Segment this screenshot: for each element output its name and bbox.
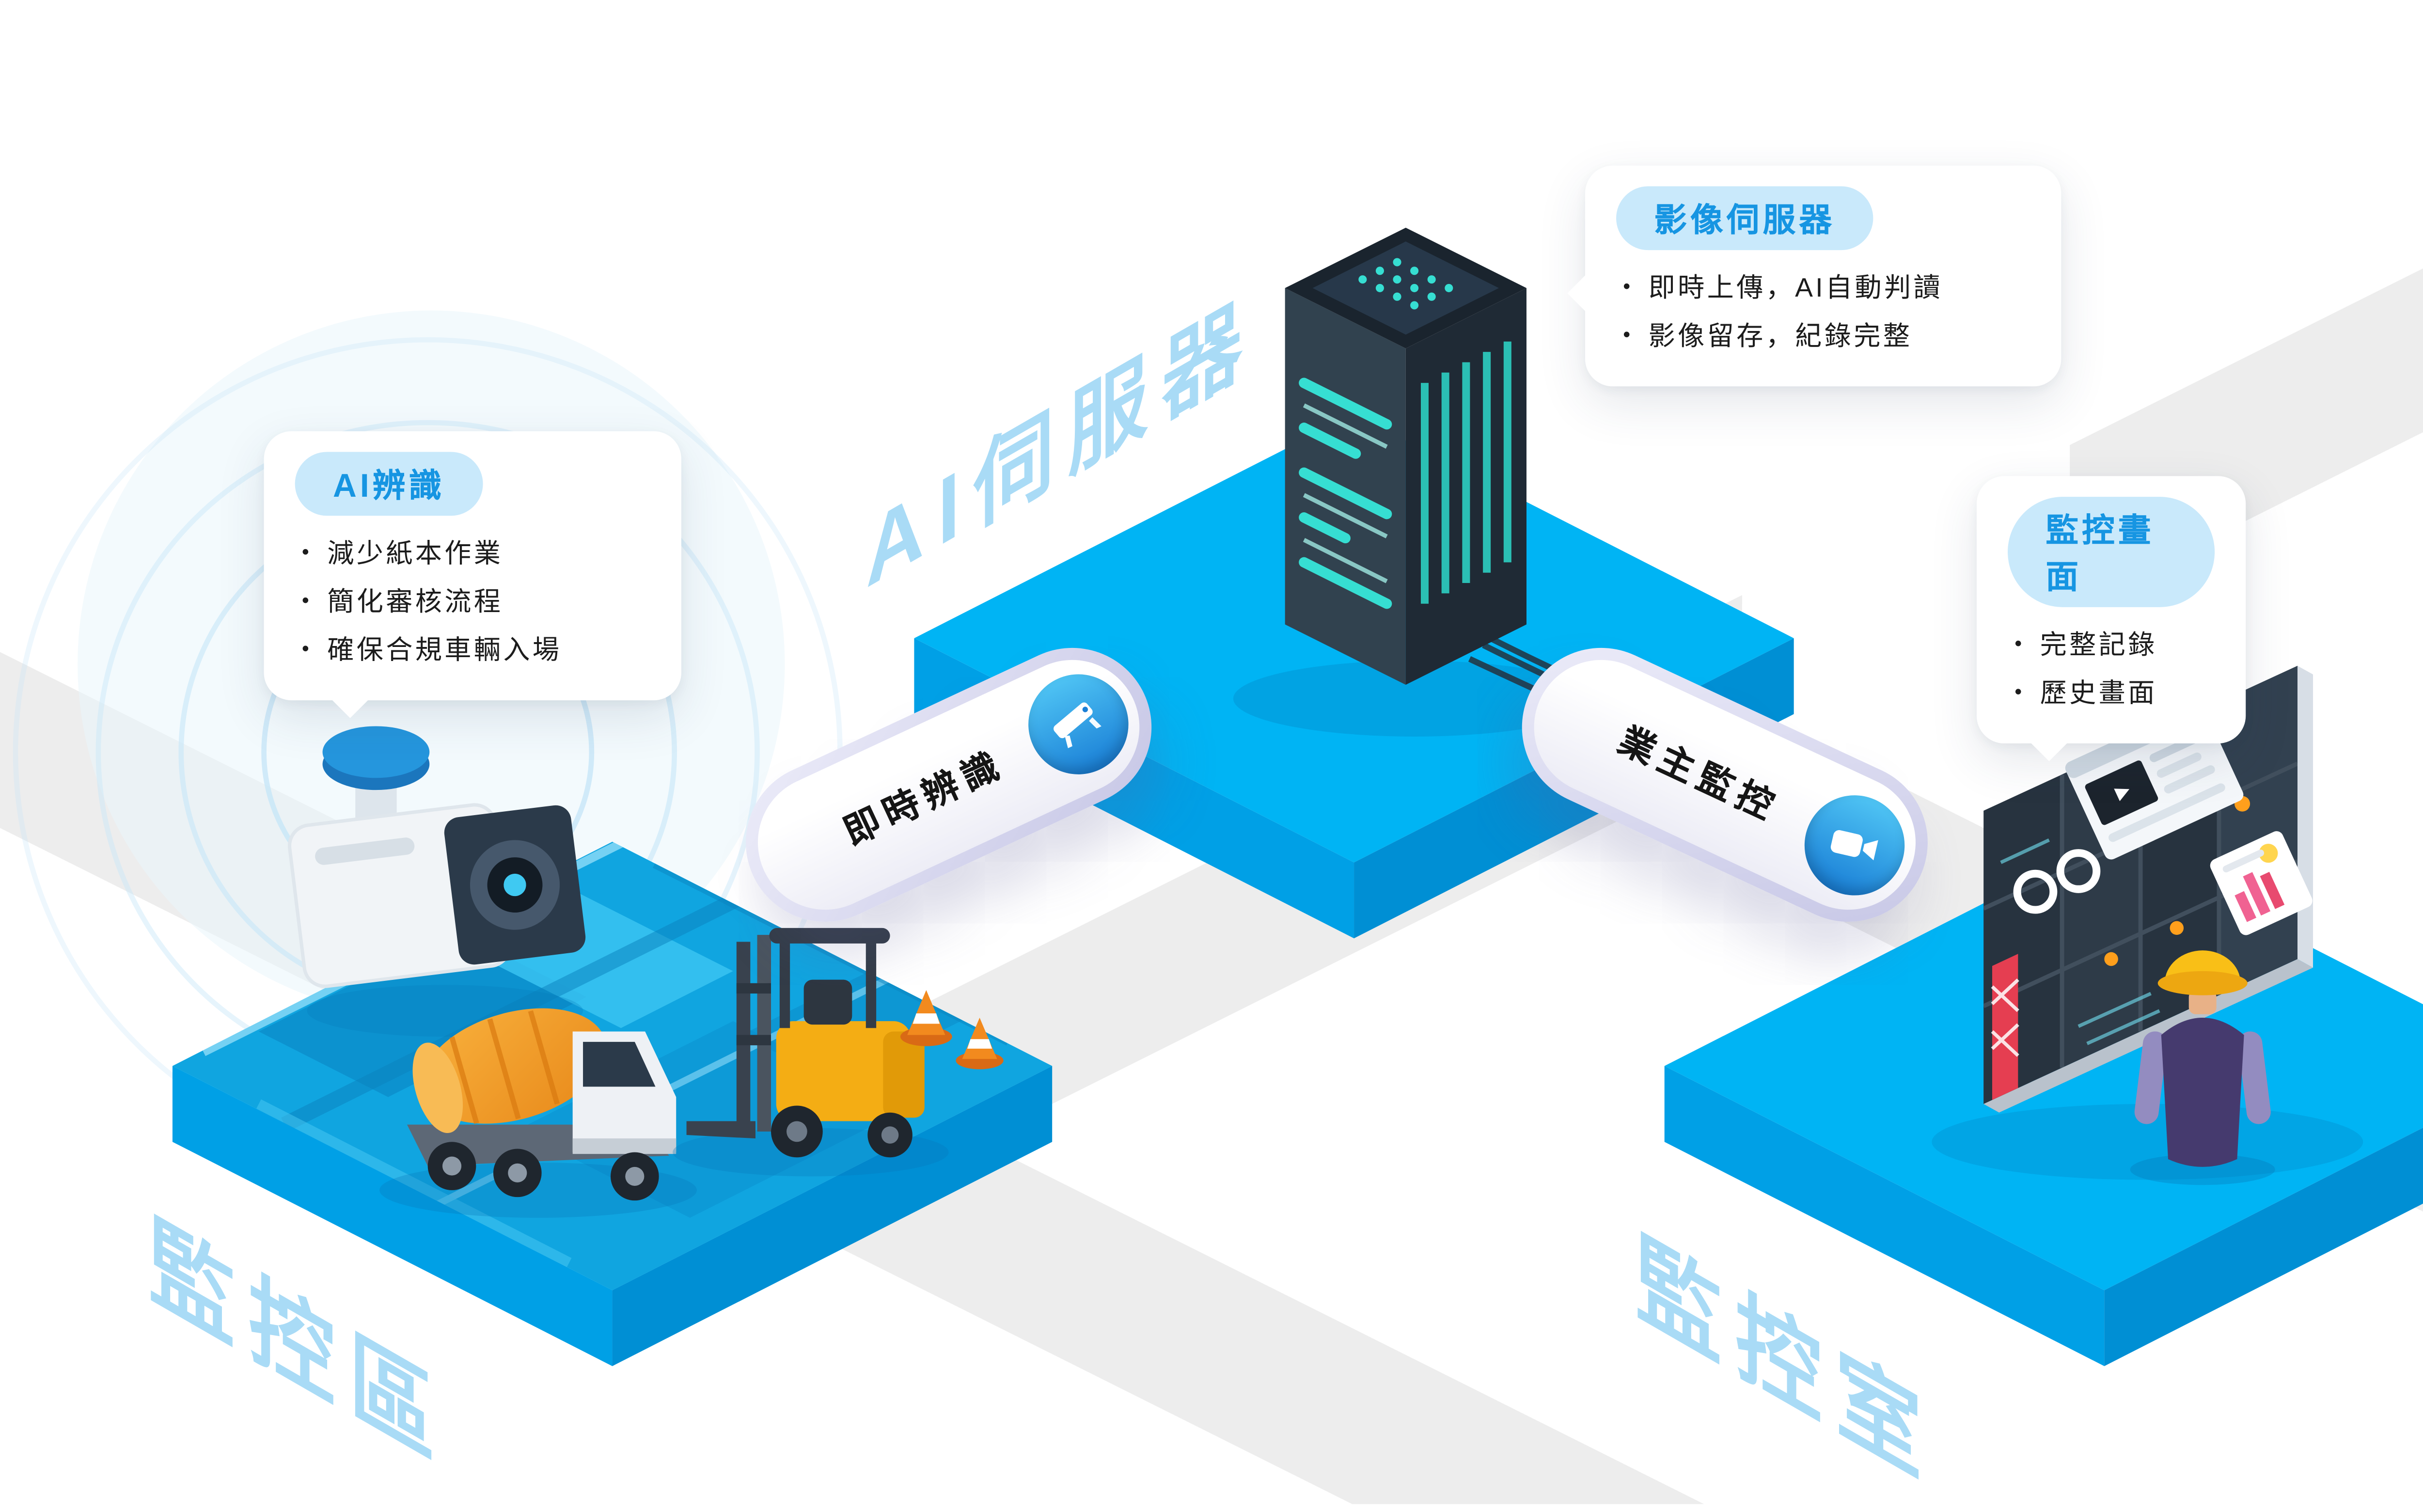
callout-monitor-view: 監控畫面 完整記錄 歷史畫面 — [1976, 476, 2246, 761]
callout-bullet-list: 完整記錄 歷史畫面 — [2008, 623, 2215, 719]
flow-pill-owner-monitoring: 業主監控 — [1495, 622, 1954, 948]
callout-bullet: 簡化審核流程 — [302, 580, 650, 628]
server-vent-lines — [1303, 403, 1388, 583]
callout-ai-recognition: AI辨識 減少紙本作業 簡化審核流程 確保合規車輛入場 — [264, 431, 681, 718]
callout-bullet: 完整記錄 — [2014, 623, 2215, 671]
callout-title: 影像伺服器 — [1616, 186, 1873, 251]
callout-bullet: 歷史畫面 — [2014, 671, 2215, 719]
flow-pill-realtime-recognition: 即時辨識 — [720, 622, 1178, 948]
callout-bullet: 影像留存，紀錄完整 — [1623, 314, 2030, 362]
callout-bullet: 確保合規車輛入場 — [302, 628, 650, 676]
cctv-camera-icon — [1012, 658, 1145, 791]
video-camera-icon — [1788, 779, 1921, 912]
flow-pill-body: 即時辨識 — [736, 638, 1162, 932]
callout-video-server: 影像伺服器 即時上傳，AI自動判讀 影像留存，紀錄完整 — [1567, 165, 2061, 386]
server-tower — [1233, 227, 1661, 737]
callout-title: AI辨識 — [295, 452, 483, 516]
server-vents — [1299, 378, 1392, 609]
camera-feed-rings — [2013, 849, 2101, 914]
callout-bullet-list: 即時上傳，AI自動判讀 影像留存，紀錄完整 — [1616, 266, 2030, 362]
flow-pill-body: 業主監控 — [1511, 638, 1938, 932]
callout-bullet: 即時上傳，AI自動判讀 — [1623, 266, 2030, 314]
operator-person — [2130, 950, 2275, 1185]
camera-lens — [503, 873, 526, 897]
callout-title: 監控畫面 — [2008, 497, 2215, 607]
callout-bullet: 減少紙本作業 — [302, 531, 650, 579]
forklift — [673, 928, 949, 1177]
ai-cctv-camera — [287, 726, 586, 1037]
server-led-grid — [1358, 258, 1453, 310]
callout-bullet-list: 減少紙本作業 簡化審核流程 確保合規車輛入場 — [295, 531, 650, 676]
server-rails — [1420, 341, 1511, 604]
cement-mixer-truck — [379, 1008, 697, 1218]
traffic-cones — [900, 990, 1004, 1070]
stats-chart-card — [2210, 831, 2313, 935]
